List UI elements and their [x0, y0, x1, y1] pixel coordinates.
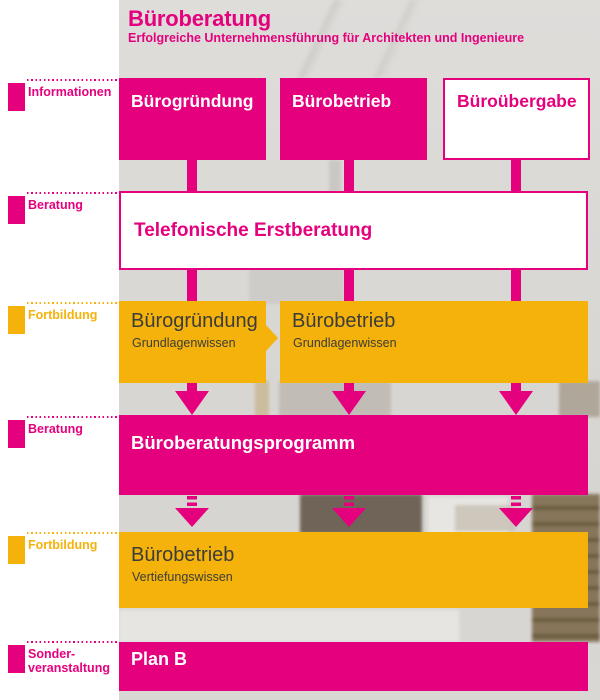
sidebar-label-line2: veranstaltung	[28, 660, 110, 675]
section-dotted-line	[27, 532, 119, 534]
photo-patch	[255, 381, 269, 417]
flow-box-subtitle: Grundlagenwissen	[132, 336, 236, 350]
flow-box-telefonische-erstberatung: Telefonische Erstberatung	[119, 191, 588, 270]
flow-box-title: Bürobetrieb	[292, 310, 396, 332]
flow-box-subtitle: Vertiefungswissen	[132, 570, 233, 584]
section-dotted-line	[27, 641, 119, 643]
flow-connector	[511, 383, 521, 392]
sidebar-item-beratung-2: Beratung	[28, 422, 83, 436]
flow-box-subtitle: Grundlagenwissen	[293, 336, 397, 350]
flow-box-buerouebergabe: Büroübergabe	[443, 78, 590, 160]
section-dotted-line	[27, 79, 119, 81]
flow-box-label: Bürobetrieb	[292, 91, 392, 111]
flow-connector-dashed	[511, 496, 521, 508]
sidebar-column	[0, 0, 119, 700]
flow-connector	[344, 270, 354, 301]
flow-box-buerobetrieb-grundlagen: Bürobetrieb Grundlagenwissen	[280, 301, 588, 383]
flow-box-label: Telefonische Erstberatung	[134, 219, 373, 241]
section-dotted-line	[27, 416, 119, 418]
photo-patch	[129, 0, 599, 78]
flow-connector	[344, 160, 354, 191]
photo-patch	[559, 381, 600, 417]
flow-box-buerobetrieb: Bürobetrieb	[280, 78, 427, 160]
flow-connector	[511, 160, 521, 191]
sidebar-item-informationen: Informationen	[28, 85, 112, 99]
sidebar-label-line1: Sonder-	[28, 647, 76, 661]
flow-box-plan-b: Plan B	[119, 642, 588, 691]
category-square-fortbildung-2	[8, 536, 25, 564]
flow-box-buerogruendung: Bürogründung	[119, 78, 266, 160]
page-subtitle: Erfolgreiche Unternehmensführung für Arc…	[128, 31, 525, 45]
category-square-beratung-2	[8, 420, 25, 448]
photo-patch	[119, 610, 459, 642]
flow-box-buerobetrieb-vertiefung: Bürobetrieb Vertiefungswissen	[119, 532, 588, 608]
flow-box-label: Büroübergabe	[457, 91, 577, 111]
flow-connector-dashed	[344, 496, 354, 508]
photo-patch	[329, 160, 341, 192]
sidebar-item-sonderveranstaltung: Sonder- veranstaltung	[28, 647, 110, 675]
chevron-right-icon	[265, 324, 278, 352]
page-title: Büroberatung	[128, 6, 272, 31]
category-square-beratung	[8, 196, 25, 224]
arrow-down-icon	[332, 508, 366, 527]
flow-connector	[187, 160, 197, 191]
sidebar-item-beratung: Beratung	[28, 198, 83, 212]
flow-box-label: Büroberatungsprogramm	[131, 432, 356, 453]
arrow-down-icon	[499, 508, 533, 527]
flow-connector	[187, 270, 197, 301]
flow-connector	[187, 383, 197, 392]
arrow-down-icon	[175, 391, 209, 415]
arrow-down-icon	[499, 391, 533, 415]
flow-connector	[344, 383, 354, 392]
flow-box-label: Bürogründung	[131, 91, 254, 111]
flow-box-bueroberatungsprogramm: Büroberatungsprogramm	[119, 415, 588, 495]
sidebar-item-fortbildung-2: Fortbildung	[28, 538, 98, 552]
flow-connector	[511, 270, 521, 301]
section-dotted-line	[27, 302, 119, 304]
category-square-sonderveranstaltung	[8, 645, 25, 673]
section-dotted-line	[27, 192, 119, 194]
sidebar-item-fortbildung: Fortbildung	[28, 308, 98, 322]
flow-box-title: Bürogründung	[131, 310, 258, 332]
category-square-informationen	[8, 83, 25, 111]
flow-box-title: Bürobetrieb	[131, 544, 235, 566]
flow-box-buerogruendung-grundlagen: Bürogründung Grundlagenwissen	[119, 301, 266, 383]
arrow-down-icon	[175, 508, 209, 527]
category-square-fortbildung	[8, 306, 25, 334]
flow-box-label: Plan B	[131, 649, 188, 669]
flow-connector-dashed	[187, 496, 197, 508]
arrow-down-icon	[332, 391, 366, 415]
